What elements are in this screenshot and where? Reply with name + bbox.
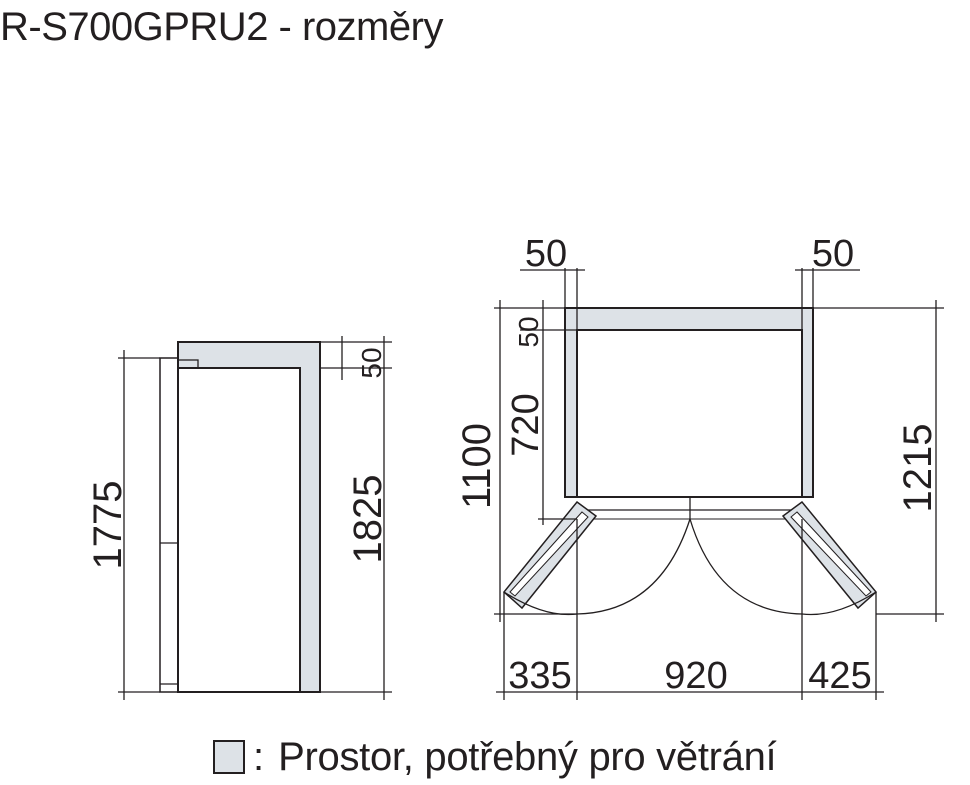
door-right-open-inner xyxy=(790,511,872,597)
side-door xyxy=(159,357,179,693)
door-left-open-inner xyxy=(509,511,589,597)
label-1100: 1100 xyxy=(455,423,499,509)
legend-colon: : xyxy=(253,735,265,779)
label-50-right: 50 xyxy=(812,233,854,275)
label-50-back: 50 xyxy=(513,316,544,347)
label-720: 720 xyxy=(505,393,547,456)
label-50-side: 50 xyxy=(356,347,387,378)
top-fridge-body xyxy=(576,329,803,498)
side-view xyxy=(118,336,392,700)
label-1215: 1215 xyxy=(896,424,940,513)
legend-swatch xyxy=(213,740,245,774)
label-1825: 1825 xyxy=(346,475,390,564)
side-hinge xyxy=(177,359,199,369)
top-view xyxy=(494,268,944,700)
label-50-left: 50 xyxy=(525,233,567,275)
side-fridge-body xyxy=(177,367,301,693)
label-335: 335 xyxy=(508,655,571,697)
top-ventilation-zone xyxy=(564,307,814,498)
legend-text: Prostor, potřebný pro větrání xyxy=(278,735,777,779)
label-920: 920 xyxy=(664,655,727,697)
door-right-swing-arc xyxy=(689,518,877,616)
label-425: 425 xyxy=(808,655,871,697)
side-ventilation-zone xyxy=(177,341,321,693)
legend: : Prostor, potřebný pro větrání xyxy=(213,732,777,782)
label-1775: 1775 xyxy=(86,481,130,570)
door-left-swing-arc xyxy=(503,518,691,616)
page-title: R-S700GPRU2 - rozměry xyxy=(0,5,443,49)
